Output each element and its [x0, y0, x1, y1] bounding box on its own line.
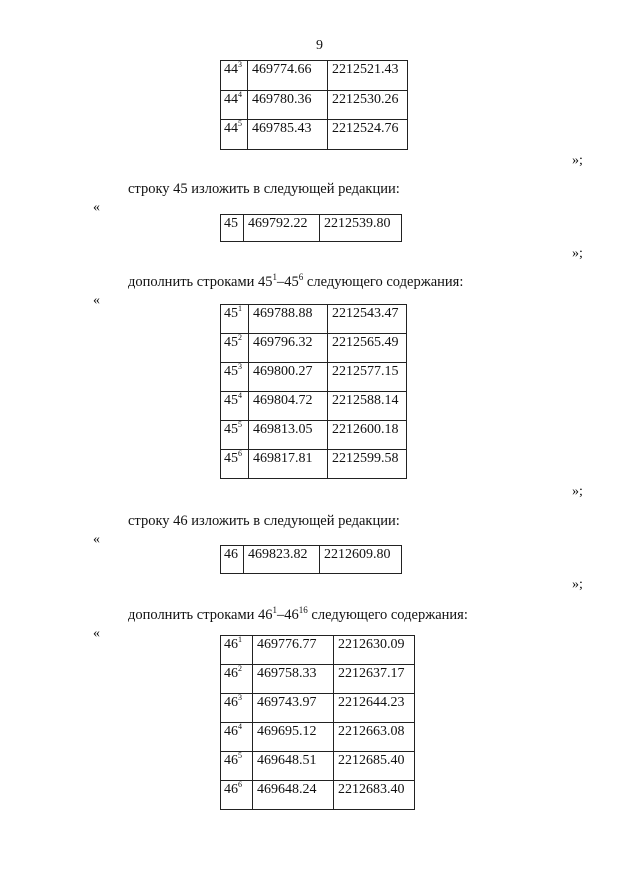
x-coordinate: 469823.82: [243, 545, 320, 574]
y-coordinate: 2212543.47: [327, 304, 407, 334]
page-number: 9: [316, 38, 323, 53]
coordinates-table-44: 443 469774.66 2212521.43 444 469780.36 2…: [220, 60, 408, 150]
table-row: 45 469792.22 2212539.80: [220, 214, 402, 242]
point-number: 463: [220, 693, 253, 723]
point-number: 443: [220, 60, 248, 91]
y-coordinate: 2212539.80: [319, 214, 402, 242]
closing-quote: »;: [572, 484, 583, 499]
opening-quote: «: [93, 532, 100, 547]
table-row: 454 469804.72 2212588.14: [220, 391, 407, 421]
table-row: 464 469695.12 2212663.08: [220, 722, 415, 752]
table-row: 461 469776.77 2212630.09: [220, 635, 415, 665]
point-number: 466: [220, 780, 253, 810]
point-number: 456: [220, 449, 249, 479]
table-row: 443 469774.66 2212521.43: [220, 60, 408, 91]
x-coordinate: 469743.97: [252, 693, 334, 723]
table-row: 46 469823.82 2212609.80: [220, 545, 402, 574]
table-row: 445 469785.43 2212524.76: [220, 119, 408, 150]
point-number: 445: [220, 119, 248, 150]
closing-quote: »;: [572, 577, 583, 592]
table-row: 451 469788.88 2212543.47: [220, 304, 407, 334]
point-number: 444: [220, 90, 248, 120]
point-number: 454: [220, 391, 249, 421]
table-row: 462 469758.33 2212637.17: [220, 664, 415, 694]
x-coordinate: 469788.88: [248, 304, 328, 334]
x-coordinate: 469817.81: [248, 449, 328, 479]
opening-quote: «: [93, 293, 100, 308]
y-coordinate: 2212663.08: [333, 722, 415, 752]
table-row: 452 469796.32 2212565.49: [220, 333, 407, 363]
y-coordinate: 2212609.80: [319, 545, 402, 574]
point-number: 46: [220, 545, 244, 574]
y-coordinate: 2212630.09: [333, 635, 415, 665]
point-number: 465: [220, 751, 253, 781]
table-row: 463 469743.97 2212644.23: [220, 693, 415, 723]
y-coordinate: 2212588.14: [327, 391, 407, 421]
point-number: 451: [220, 304, 249, 334]
x-coordinate: 469792.22: [243, 214, 320, 242]
instruction-line-46: строку 46 изложить в следующей редакции:: [128, 513, 400, 529]
y-coordinate: 2212524.76: [327, 119, 408, 150]
x-coordinate: 469780.36: [247, 90, 328, 120]
y-coordinate: 2212644.23: [333, 693, 415, 723]
y-coordinate: 2212683.40: [333, 780, 415, 810]
x-coordinate: 469758.33: [252, 664, 334, 694]
point-number: 464: [220, 722, 253, 752]
closing-quote: »;: [572, 153, 583, 168]
x-coordinate: 469813.05: [248, 420, 328, 450]
x-coordinate: 469785.43: [247, 119, 328, 150]
coordinates-table-46: 46 469823.82 2212609.80: [220, 545, 402, 574]
closing-quote: »;: [572, 246, 583, 261]
y-coordinate: 2212600.18: [327, 420, 407, 450]
x-coordinate: 469800.27: [248, 362, 328, 392]
instruction-line-46-additions: дополнить строками 461–4616 следующего с…: [128, 605, 468, 624]
x-coordinate: 469796.32: [248, 333, 328, 363]
table-row: 455 469813.05 2212600.18: [220, 420, 407, 450]
instruction-line-45: строку 45 изложить в следующей редакции:: [128, 181, 400, 197]
point-number: 452: [220, 333, 249, 363]
instruction-line-45-additions: дополнить строками 451–456 следующего со…: [128, 272, 464, 291]
point-number: 455: [220, 420, 249, 450]
table-row: 466 469648.24 2212683.40: [220, 780, 415, 810]
y-coordinate: 2212565.49: [327, 333, 407, 363]
x-coordinate: 469774.66: [247, 60, 328, 91]
coordinates-table-45: 45 469792.22 2212539.80: [220, 214, 402, 242]
point-number: 461: [220, 635, 253, 665]
opening-quote: «: [93, 200, 100, 215]
table-row: 465 469648.51 2212685.40: [220, 751, 415, 781]
y-coordinate: 2212599.58: [327, 449, 407, 479]
table-row: 453 469800.27 2212577.15: [220, 362, 407, 392]
y-coordinate: 2212577.15: [327, 362, 407, 392]
opening-quote: «: [93, 626, 100, 641]
table-row: 456 469817.81 2212599.58: [220, 449, 407, 479]
point-number: 453: [220, 362, 249, 392]
y-coordinate: 2212521.43: [327, 60, 408, 91]
y-coordinate: 2212530.26: [327, 90, 408, 120]
point-number: 462: [220, 664, 253, 694]
x-coordinate: 469648.51: [252, 751, 334, 781]
x-coordinate: 469804.72: [248, 391, 328, 421]
x-coordinate: 469695.12: [252, 722, 334, 752]
y-coordinate: 2212685.40: [333, 751, 415, 781]
coordinates-table-45-additions: 451 469788.88 2212543.47 452 469796.32 2…: [220, 304, 407, 479]
x-coordinate: 469776.77: [252, 635, 334, 665]
y-coordinate: 2212637.17: [333, 664, 415, 694]
point-number: 45: [220, 214, 244, 242]
coordinates-table-46-additions: 461 469776.77 2212630.09 462 469758.33 2…: [220, 635, 415, 810]
x-coordinate: 469648.24: [252, 780, 334, 810]
table-row: 444 469780.36 2212530.26: [220, 90, 408, 120]
